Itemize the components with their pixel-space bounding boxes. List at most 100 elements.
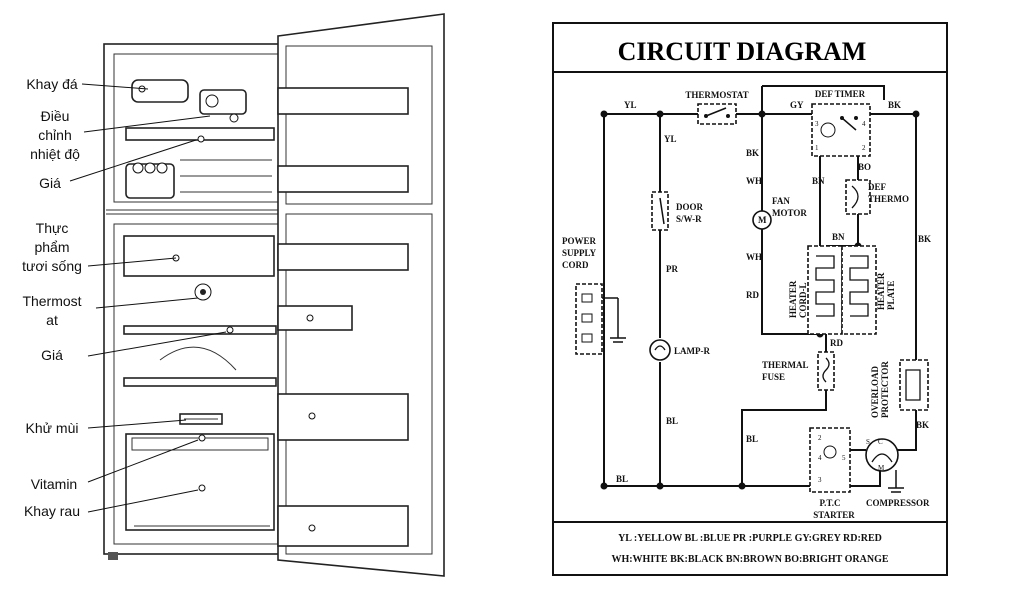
ptc-pin-3: 3: [818, 476, 822, 484]
wire-bo: BO: [858, 162, 871, 172]
wire-bk-left1: BK: [746, 148, 759, 158]
label-heater-cord-2: CORD-L: [798, 283, 808, 319]
label-thermostat-line1: Thermost: [22, 293, 82, 309]
leader-lines: [69, 83, 227, 513]
door-lower-panel: [285, 213, 433, 555]
label-shelf-top: Giá: [39, 175, 61, 191]
wire-rd-low: RD: [830, 338, 843, 348]
wire-bk-top: BK: [888, 100, 901, 110]
foot-left: [108, 552, 118, 560]
timer-pin-3: 3: [815, 120, 819, 128]
def-thermo: [845, 179, 871, 215]
label-ptc-1: P.T.C: [819, 498, 840, 508]
label-ptc-2: STARTER: [813, 510, 855, 520]
label-veg-tray: Khay rau: [23, 503, 81, 519]
label-thermal-1: THERMAL: [762, 360, 809, 370]
fan-motor-m: M: [758, 215, 767, 225]
thermostat-switch: [697, 103, 737, 125]
label-shelf-mid: Giá: [41, 347, 63, 363]
wire-pr: PR: [666, 264, 678, 274]
wire-wh-left2: WH: [746, 252, 762, 262]
heater-cord: [807, 245, 843, 335]
wire-yl-top: YL: [624, 100, 637, 110]
door-shelf-2: [277, 165, 409, 193]
ptc-pin-4: 4: [818, 454, 822, 462]
wire-bk-low: BK: [916, 420, 929, 430]
label-door-sw-2: S/W-R: [676, 214, 702, 224]
label-power-3: CORD: [562, 260, 589, 270]
circuit-title: CIRCUIT DIAGRAM: [618, 37, 867, 66]
heater-plate: [841, 245, 877, 335]
label-thermostat-component: THERMOSTAT: [685, 90, 748, 100]
def-timer: [811, 103, 871, 157]
overload-protector: [899, 359, 929, 411]
wire-wh-left1: WH: [746, 176, 762, 186]
ptc-starter: [809, 427, 851, 493]
door-bottle-shelf: [277, 393, 409, 441]
comp-pin-c: C: [878, 438, 883, 446]
label-fresh-food-line3: tươi sống: [22, 258, 82, 274]
wire-gy: GY: [790, 100, 804, 110]
wire-rd-left: RD: [746, 290, 759, 300]
door-shelf-1: [277, 87, 409, 115]
label-def-thermo-1: DEF: [868, 182, 887, 192]
wire-bn-low: BN: [832, 232, 845, 242]
label-power-1: POWER: [562, 236, 597, 246]
label-def-thermo-2: THERMO: [868, 194, 909, 204]
compressor: [865, 438, 904, 493]
wire-bk-right: BK: [918, 234, 931, 244]
label-fresh-food: Thực phẩm tươi sống: [6, 219, 98, 276]
fan-motor: [752, 210, 772, 230]
label-heater-cord-1: HEATER: [788, 280, 798, 318]
label-heater-plate-2: PLATE: [886, 281, 896, 310]
label-temp-control-line2: chỉnh: [38, 127, 72, 143]
wire-bl-mid: BL: [666, 416, 678, 426]
wire-bn-mid: BN: [812, 176, 825, 186]
label-compressor: COMPRESSOR: [866, 498, 930, 508]
legend-line-2: WH:WHITE BK:BLACK BN:BROWN BO:BRIGHT ORA…: [611, 554, 888, 565]
comp-pin-m: M: [878, 464, 885, 472]
label-lamp: LAMP-R: [674, 346, 710, 356]
label-fresh-food-line1: Thực: [35, 220, 69, 236]
wire-yl-side: YL: [664, 134, 677, 144]
ptc-pin-2: 2: [818, 434, 822, 442]
wire-bl-low: BL: [746, 434, 758, 444]
label-temp-control-line3: nhiệt độ: [30, 146, 80, 162]
label-heater-plate-1: HEATER: [876, 272, 886, 310]
comp-pin-s: S: [866, 438, 870, 446]
legend-line-1: YL :YELLOW BL :BLUE PR :PURPLE GY:GREY R…: [618, 533, 882, 544]
fridge-shelf-1: [123, 325, 277, 335]
label-temp-control: Điều chỉnh nhiệt độ: [16, 107, 94, 164]
fresh-food-drawer: [123, 235, 275, 277]
door-egg-holder: [277, 305, 353, 331]
label-deodorizer: Khử mùi: [25, 420, 79, 436]
label-temp-control-line1: Điều: [40, 108, 70, 124]
label-thermal-2: FUSE: [762, 372, 785, 382]
ptc-pin-5: 5: [842, 454, 846, 462]
label-door-sw-1: DOOR: [676, 202, 704, 212]
timer-pin-1: 1: [815, 144, 819, 152]
thermal-fuse: [817, 351, 835, 391]
door-shelf-3: [277, 243, 409, 271]
label-overload-2: PROTECTOR: [880, 361, 890, 418]
power-cord-plug: [575, 283, 626, 355]
label-thermostat-line2: at: [46, 312, 58, 328]
wire-bl-bottom: BL: [616, 474, 628, 484]
label-thermostat: Thermost at: [10, 292, 94, 330]
door-bottom-shelf: [277, 505, 409, 547]
label-ice-tray: Khay đá: [26, 76, 78, 92]
label-overload-1: OVERLOAD: [870, 365, 880, 418]
door-switch: [651, 191, 669, 231]
label-def-timer: DEF TIMER: [815, 89, 866, 99]
label-power-2: SUPPLY: [562, 248, 597, 258]
lamp: [649, 339, 671, 361]
timer-pin-2: 2: [862, 144, 866, 152]
label-fan-1: FAN: [772, 196, 790, 206]
timer-pin-4: 4: [862, 120, 866, 128]
label-vitamin: Vitamin: [30, 476, 78, 492]
door-upper-panel: [285, 45, 433, 205]
fridge-shelf-2: [123, 377, 277, 387]
